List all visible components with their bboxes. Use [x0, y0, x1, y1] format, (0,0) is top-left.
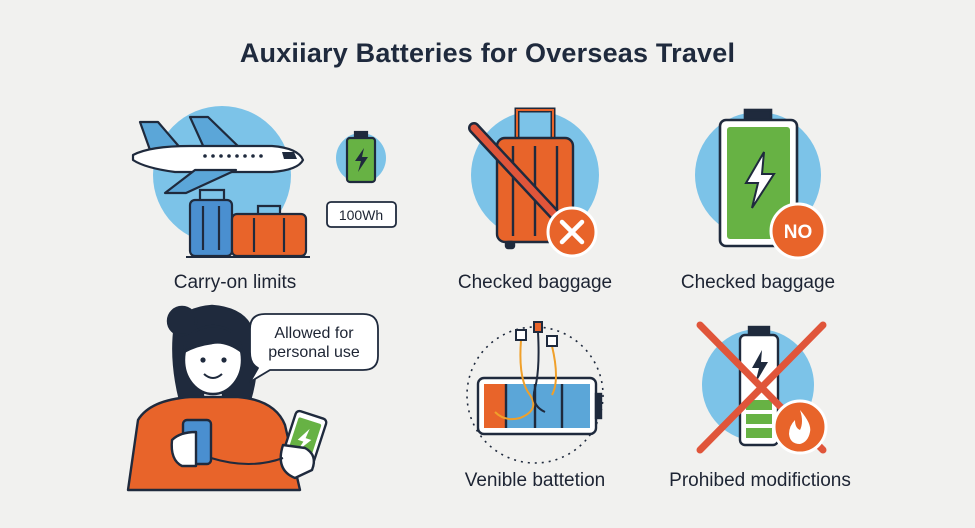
no-badge-label: NO	[784, 222, 813, 243]
speech-bubble-line-1: Allowed for	[274, 325, 354, 342]
speech-bubble-line-2: personal use	[268, 344, 360, 361]
caption-checked-baggage-1: Checked baggage	[457, 272, 613, 293]
no-badge-icon	[769, 202, 827, 260]
capacity-tag: 100Wh	[339, 207, 383, 223]
checked-baggage-illustration	[468, 107, 599, 258]
cable-battery-illustration	[466, 321, 604, 464]
capacity-tag-box	[326, 201, 397, 228]
woman-with-phone-icon	[126, 304, 379, 492]
luggage-icon	[230, 204, 308, 258]
airplane-icon	[131, 115, 305, 195]
caption-prohibited-modifications: Prohibed modifictions	[669, 470, 851, 491]
cross-mark-icon	[546, 206, 598, 258]
battery-icon	[345, 130, 377, 184]
battery-no-illustration	[695, 108, 827, 260]
prohibited-modification-illustration	[696, 321, 828, 455]
dotted-circle	[466, 326, 604, 464]
carry-on-illustration	[131, 106, 397, 258]
caption-cable-battery: Venible battetion	[464, 470, 606, 491]
luggage-icon	[188, 188, 234, 258]
page-title: Auxiiary Batteries for Overseas Travel	[239, 38, 736, 68]
battery-icon	[476, 376, 603, 436]
caption-carry-on: Carry-on limits	[173, 272, 297, 293]
fire-icon	[772, 399, 828, 455]
caption-checked-baggage-2: Checked baggage	[680, 272, 836, 293]
cable-icon	[494, 321, 558, 421]
